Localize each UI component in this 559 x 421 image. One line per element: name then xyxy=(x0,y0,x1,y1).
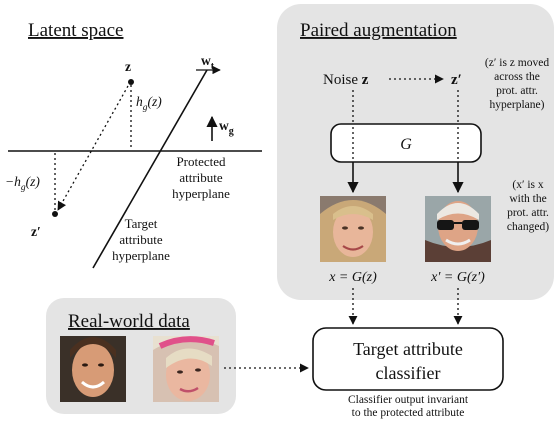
generated-face-x xyxy=(320,196,386,262)
svg-text:across the: across the xyxy=(494,71,540,83)
real-face-2 xyxy=(153,336,219,402)
latent-space-title: Latent space xyxy=(28,20,123,41)
svg-text:hyperplane: hyperplane xyxy=(172,186,230,201)
target-hyperplane-line xyxy=(92,69,208,269)
x-equation: x = G(z) xyxy=(328,270,377,285)
svg-text:prot. attr.: prot. attr. xyxy=(507,207,549,219)
classifier-caption-line2: to the protected attribute xyxy=(352,407,465,419)
svg-text:(x′ is x: (x′ is x xyxy=(512,179,544,191)
svg-text:prot. attr.: prot. attr. xyxy=(496,85,538,97)
point-z xyxy=(128,79,134,85)
x-prime-note: (x′ is x with the prot. attr. changed) xyxy=(507,179,549,233)
classifier-caption-line1: Classifier output invariant xyxy=(348,394,469,406)
svg-text:wg: wg xyxy=(219,118,234,137)
real-world-data-title: Real-world data xyxy=(68,311,190,332)
svg-text:Target: Target xyxy=(125,216,158,231)
classifier-label-line2: classifier xyxy=(376,363,441,383)
target-hyperplane-label: Target attribute hyperplane xyxy=(112,216,170,263)
w-g-vector: wg xyxy=(206,115,234,141)
svg-text:attribute: attribute xyxy=(119,232,163,247)
real-face-1 xyxy=(60,336,126,402)
svg-text:(z′ is z moved: (z′ is z moved xyxy=(485,57,549,69)
svg-text:hyperplane: hyperplane xyxy=(112,248,170,263)
svg-text:hyperplane): hyperplane) xyxy=(490,99,545,111)
svg-text:Protected: Protected xyxy=(176,154,226,169)
z-to-z-prime-arrow xyxy=(57,85,129,211)
svg-text:with the: with the xyxy=(509,193,546,205)
generator-label: G xyxy=(400,136,412,153)
svg-text:wt: wt xyxy=(201,53,215,72)
w-t-vector: wt xyxy=(196,53,221,75)
classifier-label-line1: Target attribute xyxy=(353,339,463,359)
h-g-label: hg(z) xyxy=(136,94,162,113)
generator-box xyxy=(330,123,482,163)
point-z-label: z xyxy=(125,59,131,74)
z-prime-label: z′ xyxy=(451,72,462,88)
point-z-prime xyxy=(52,211,58,217)
paired-augmentation-title: Paired augmentation xyxy=(300,20,457,41)
noise-label: Noise z xyxy=(323,72,369,88)
neg-h-g-label: −hg(z) xyxy=(5,174,40,193)
x-prime-equation: x′ = G(z′) xyxy=(430,270,485,285)
point-z-prime-label: z′ xyxy=(31,224,41,239)
protected-hyperplane-label: Protected attribute hyperplane xyxy=(172,154,230,201)
z-prime-note: (z′ is z moved across the prot. attr. hy… xyxy=(485,57,549,111)
svg-text:changed): changed) xyxy=(507,221,549,233)
classifier-box xyxy=(312,327,504,391)
generated-face-x-prime xyxy=(425,196,491,262)
svg-text:attribute: attribute xyxy=(179,170,223,185)
